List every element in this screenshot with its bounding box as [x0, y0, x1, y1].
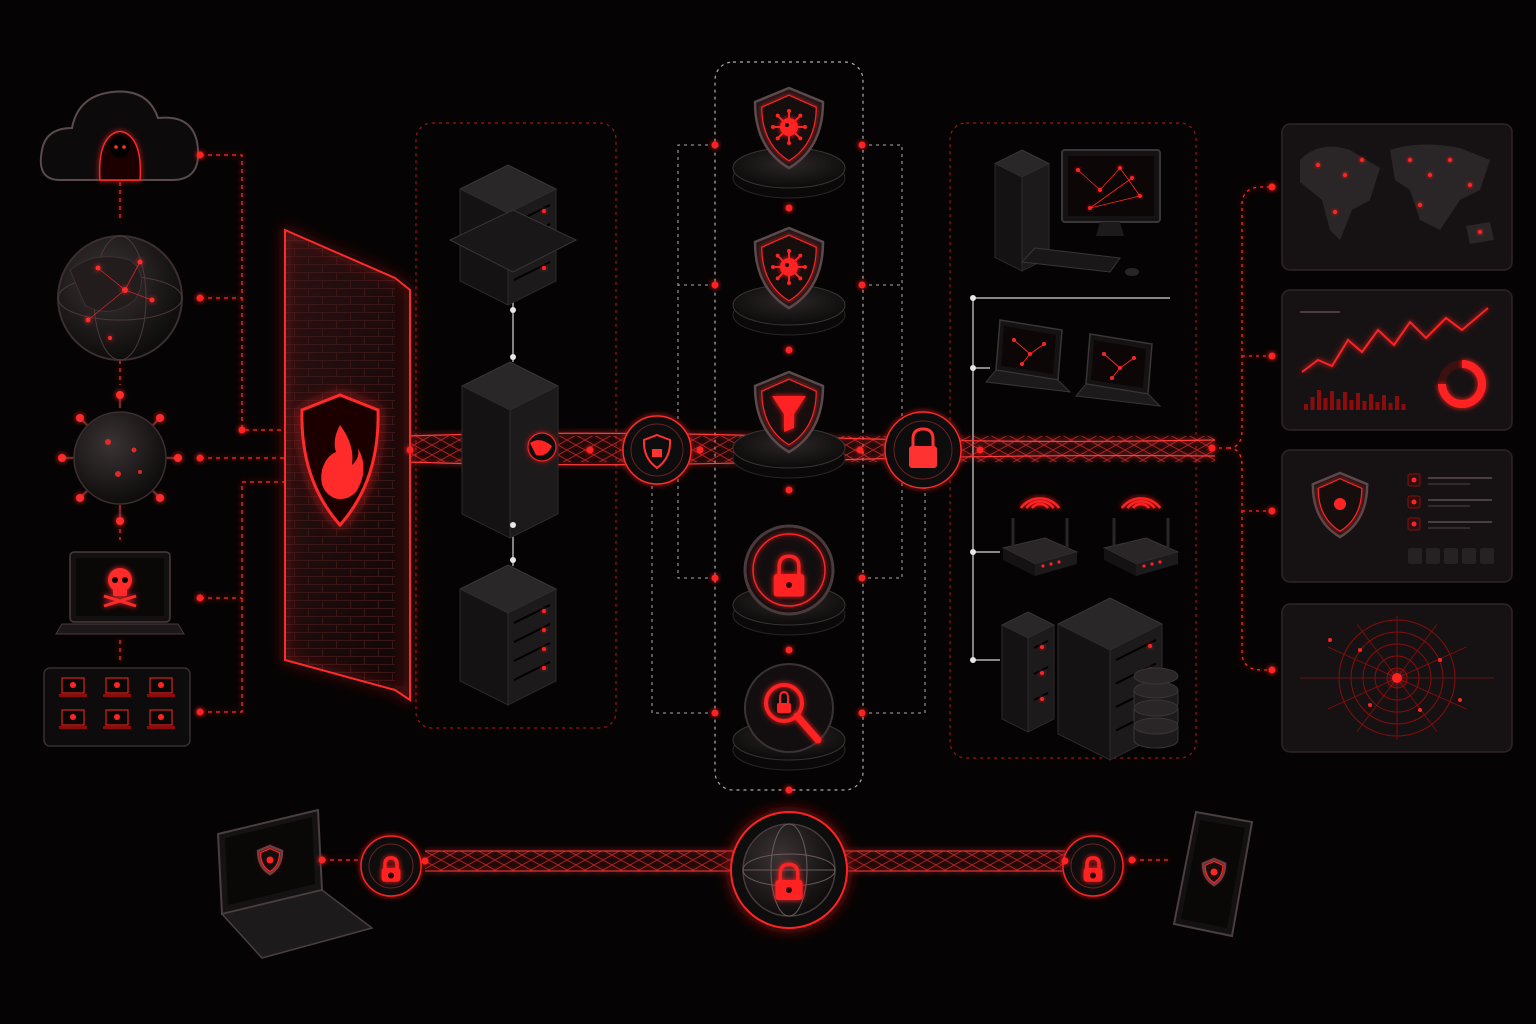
internal-network	[985, 149, 1180, 761]
junction-dot	[196, 294, 204, 302]
junction-dot	[970, 657, 976, 663]
junction-dot	[510, 557, 516, 563]
remote-access	[216, 808, 1254, 959]
server-zone-frame	[415, 122, 617, 729]
junction-dot	[510, 354, 516, 360]
junction-dot	[858, 709, 866, 717]
server-stack	[448, 164, 578, 706]
malware-shield-icon	[753, 226, 825, 310]
monitoring-panels	[1281, 123, 1513, 753]
firewall-wall	[284, 228, 411, 702]
lock-node-icon	[1062, 835, 1124, 897]
junction-dot	[970, 295, 976, 301]
internal-tree-lines	[972, 297, 1170, 661]
junction-dot	[711, 141, 719, 149]
shield-alerts-icon	[1281, 449, 1513, 583]
junction-dot	[970, 549, 976, 555]
shield-platform	[732, 147, 846, 199]
junction-dot	[696, 446, 704, 454]
junction-dot	[318, 856, 326, 864]
junction-dot	[196, 151, 204, 159]
junction-dot	[1268, 183, 1276, 191]
phone-shield-badge-icon	[1201, 857, 1227, 887]
globe-badge-icon	[527, 432, 557, 462]
flame-shield-icon	[300, 393, 380, 528]
junction-dot	[586, 446, 594, 454]
security-stack-frame	[714, 61, 864, 791]
junction-dot	[406, 446, 414, 454]
server-icon	[1000, 611, 1056, 733]
virus-shield-icon	[753, 86, 825, 170]
mini-laptop-icon	[59, 677, 87, 697]
magnifier-lock-icon	[744, 663, 834, 753]
router-icon	[1001, 497, 1079, 576]
radar-icon	[1281, 603, 1513, 753]
junction-dot	[711, 709, 719, 717]
junction-dot	[858, 141, 866, 149]
junction-dot	[858, 574, 866, 582]
world-map-icon	[1281, 123, 1513, 271]
junction-dot	[510, 522, 516, 528]
junction-dots	[196, 141, 1276, 865]
junction-dot	[858, 281, 866, 289]
filter-shield-icon	[753, 370, 825, 454]
virus-icon	[58, 391, 182, 525]
junction-dot	[196, 708, 204, 716]
junction-dot	[238, 426, 246, 434]
web-server-icon	[460, 361, 560, 539]
shield-badge-icon	[1311, 471, 1369, 539]
globe-lock-icon	[730, 811, 848, 929]
junction-dot	[856, 446, 864, 454]
junction-dot	[785, 204, 793, 212]
junction-dot	[711, 574, 719, 582]
infected-device-grid-icon	[43, 667, 191, 747]
junction-dot	[1128, 856, 1136, 864]
hooded-hacker-cloud-icon	[39, 90, 200, 181]
laptop-icon	[1075, 333, 1162, 407]
junction-dot	[785, 786, 793, 794]
padlock-icon	[743, 524, 835, 616]
junction-dot	[196, 594, 204, 602]
junction-dot	[1268, 352, 1276, 360]
junction-dot	[976, 446, 984, 454]
laptop-shield-badge-icon	[256, 844, 284, 876]
server-rack-icon	[458, 564, 558, 706]
junction-dot	[1268, 507, 1276, 515]
router-icon	[1102, 497, 1180, 576]
lock-node-icon	[360, 835, 422, 897]
desktop-workstation-icon	[993, 149, 1161, 276]
database-icon	[1133, 667, 1179, 749]
remote-laptop-icon	[216, 808, 374, 959]
junction-dot	[785, 346, 793, 354]
junction-dot	[785, 646, 793, 654]
security-stack	[732, 86, 846, 771]
junction-dot	[785, 486, 793, 494]
junction-dot	[1208, 444, 1216, 452]
mini-laptop-icon	[147, 677, 175, 697]
mini-laptop-icon	[147, 709, 175, 729]
junction-dot	[1268, 666, 1276, 674]
junction-dot	[421, 857, 429, 865]
laptop-icon	[985, 319, 1072, 393]
mini-laptop-icon	[103, 709, 131, 729]
mini-laptop-icon	[59, 709, 87, 729]
server-base-plate	[448, 209, 578, 273]
junction-dot	[970, 365, 976, 371]
shield-node-icon	[622, 415, 692, 485]
stack-bypass-lines	[651, 144, 926, 714]
tower-pc-icon	[993, 149, 1051, 272]
junction-dot	[510, 307, 516, 313]
skull-laptop-icon	[55, 551, 185, 635]
mobile-phone-icon	[1172, 810, 1254, 938]
compromised-globe-icon	[57, 235, 183, 361]
analytics-chart-icon	[1281, 289, 1513, 431]
lock-node-icon	[884, 411, 962, 489]
junction-dot	[1061, 857, 1069, 865]
mini-laptop-icon	[103, 677, 131, 697]
junction-dot	[711, 281, 719, 289]
junction-dot	[196, 454, 204, 462]
